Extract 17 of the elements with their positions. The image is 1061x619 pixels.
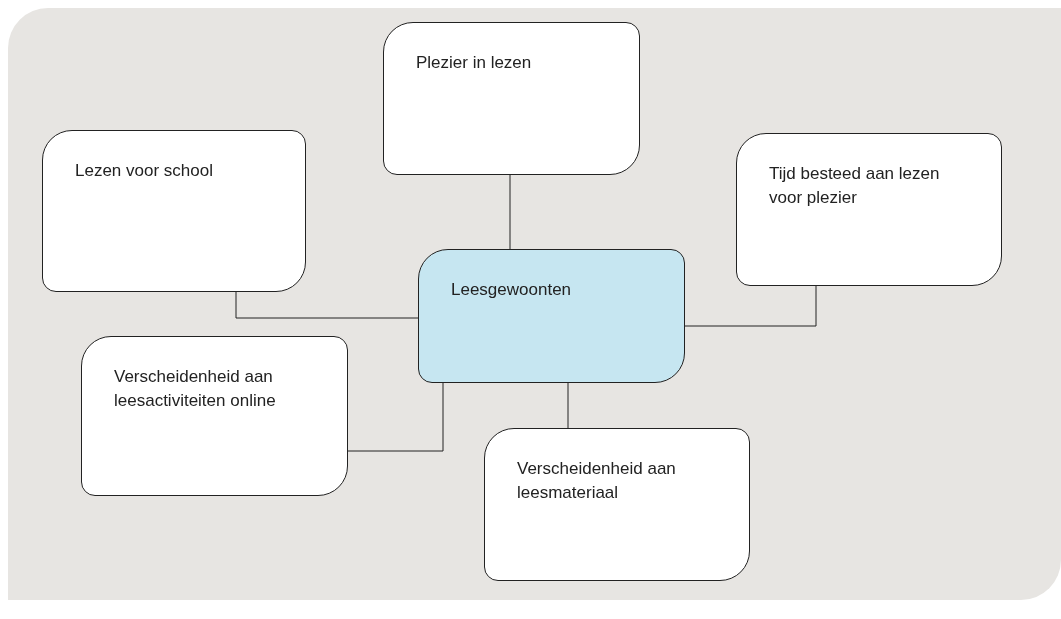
node-label: Verscheidenheid aan leesactiviteiten online: [114, 366, 277, 412]
subtopic-box: [81, 336, 348, 496]
connector-line: [567, 382, 569, 429]
node-label: Tijd besteed aan lezen voor plezier: [769, 163, 941, 209]
node-label: Leesgewoonten: [451, 279, 573, 301]
node-label: Verscheidenheid aan leesmateriaal: [517, 458, 677, 504]
subtopic-box: [484, 428, 750, 581]
subtopic-box: [736, 133, 1002, 286]
connector-line: [509, 174, 511, 250]
topic-box: [418, 249, 685, 383]
subtopic-box: [42, 130, 306, 292]
connector-line: [684, 285, 817, 327]
connector-line: [347, 382, 444, 452]
node-label: Plezier in lezen: [416, 52, 533, 74]
subtopic-box: [383, 22, 640, 175]
connector-line: [235, 291, 419, 319]
node-label: Lezen voor school: [75, 160, 214, 182]
